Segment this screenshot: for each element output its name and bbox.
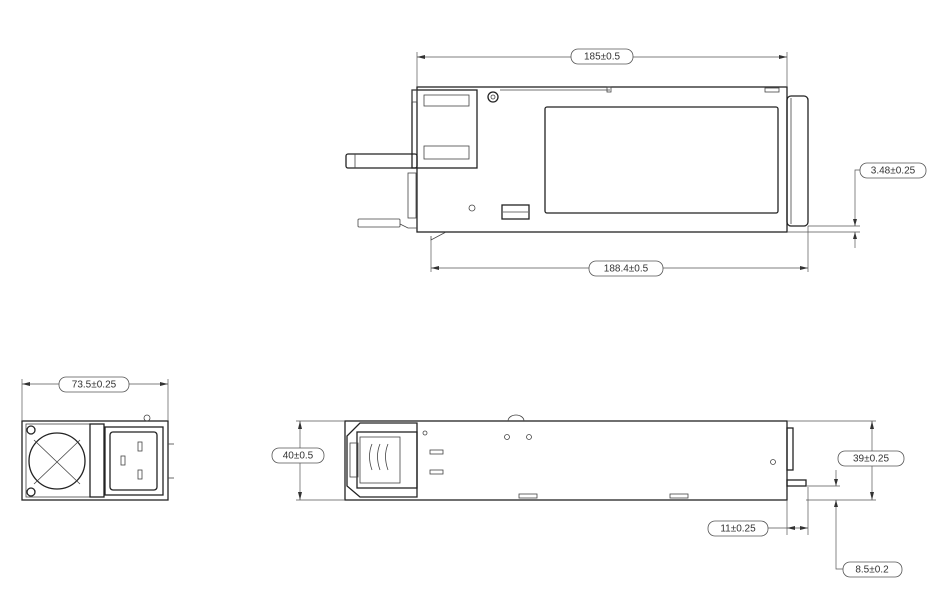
dim-side-height: 40±0.5 xyxy=(283,451,314,462)
front-view: 73.5±0.25 xyxy=(21,376,174,501)
front-bezel xyxy=(786,95,809,227)
side-view: 40±0.5 39±0.25 11±0.25 8.5±0.2 xyxy=(271,414,905,578)
lower-latch xyxy=(357,218,401,228)
psu-front xyxy=(21,420,169,501)
dim-bezel-offset: 3.48±0.25 xyxy=(871,166,916,177)
dim-overall-length: 188.4±0.5 xyxy=(604,264,649,275)
fan-icon xyxy=(28,432,86,490)
pin xyxy=(786,479,807,487)
screw-icon xyxy=(487,91,499,103)
label-window xyxy=(544,106,779,214)
handle xyxy=(345,153,418,169)
power-inlet xyxy=(104,426,164,496)
rear-tab xyxy=(786,427,794,471)
dim-body-height: 39±0.25 xyxy=(853,454,890,465)
fan-cover xyxy=(411,89,478,169)
latch-strip xyxy=(407,172,417,219)
dim-front-width: 73.5±0.25 xyxy=(72,380,117,391)
top-view: 185±0.5 188.4±0.5 3.48±0.25 xyxy=(345,48,927,277)
dim-pin-offset: 8.5±0.2 xyxy=(855,565,889,576)
handle-side xyxy=(346,422,418,498)
hole xyxy=(468,204,476,212)
dim-pin-length: 11±0.25 xyxy=(720,524,756,535)
connector-square xyxy=(501,204,530,220)
dim-top-length: 185±0.5 xyxy=(584,52,621,63)
psu-body-top xyxy=(416,86,788,233)
